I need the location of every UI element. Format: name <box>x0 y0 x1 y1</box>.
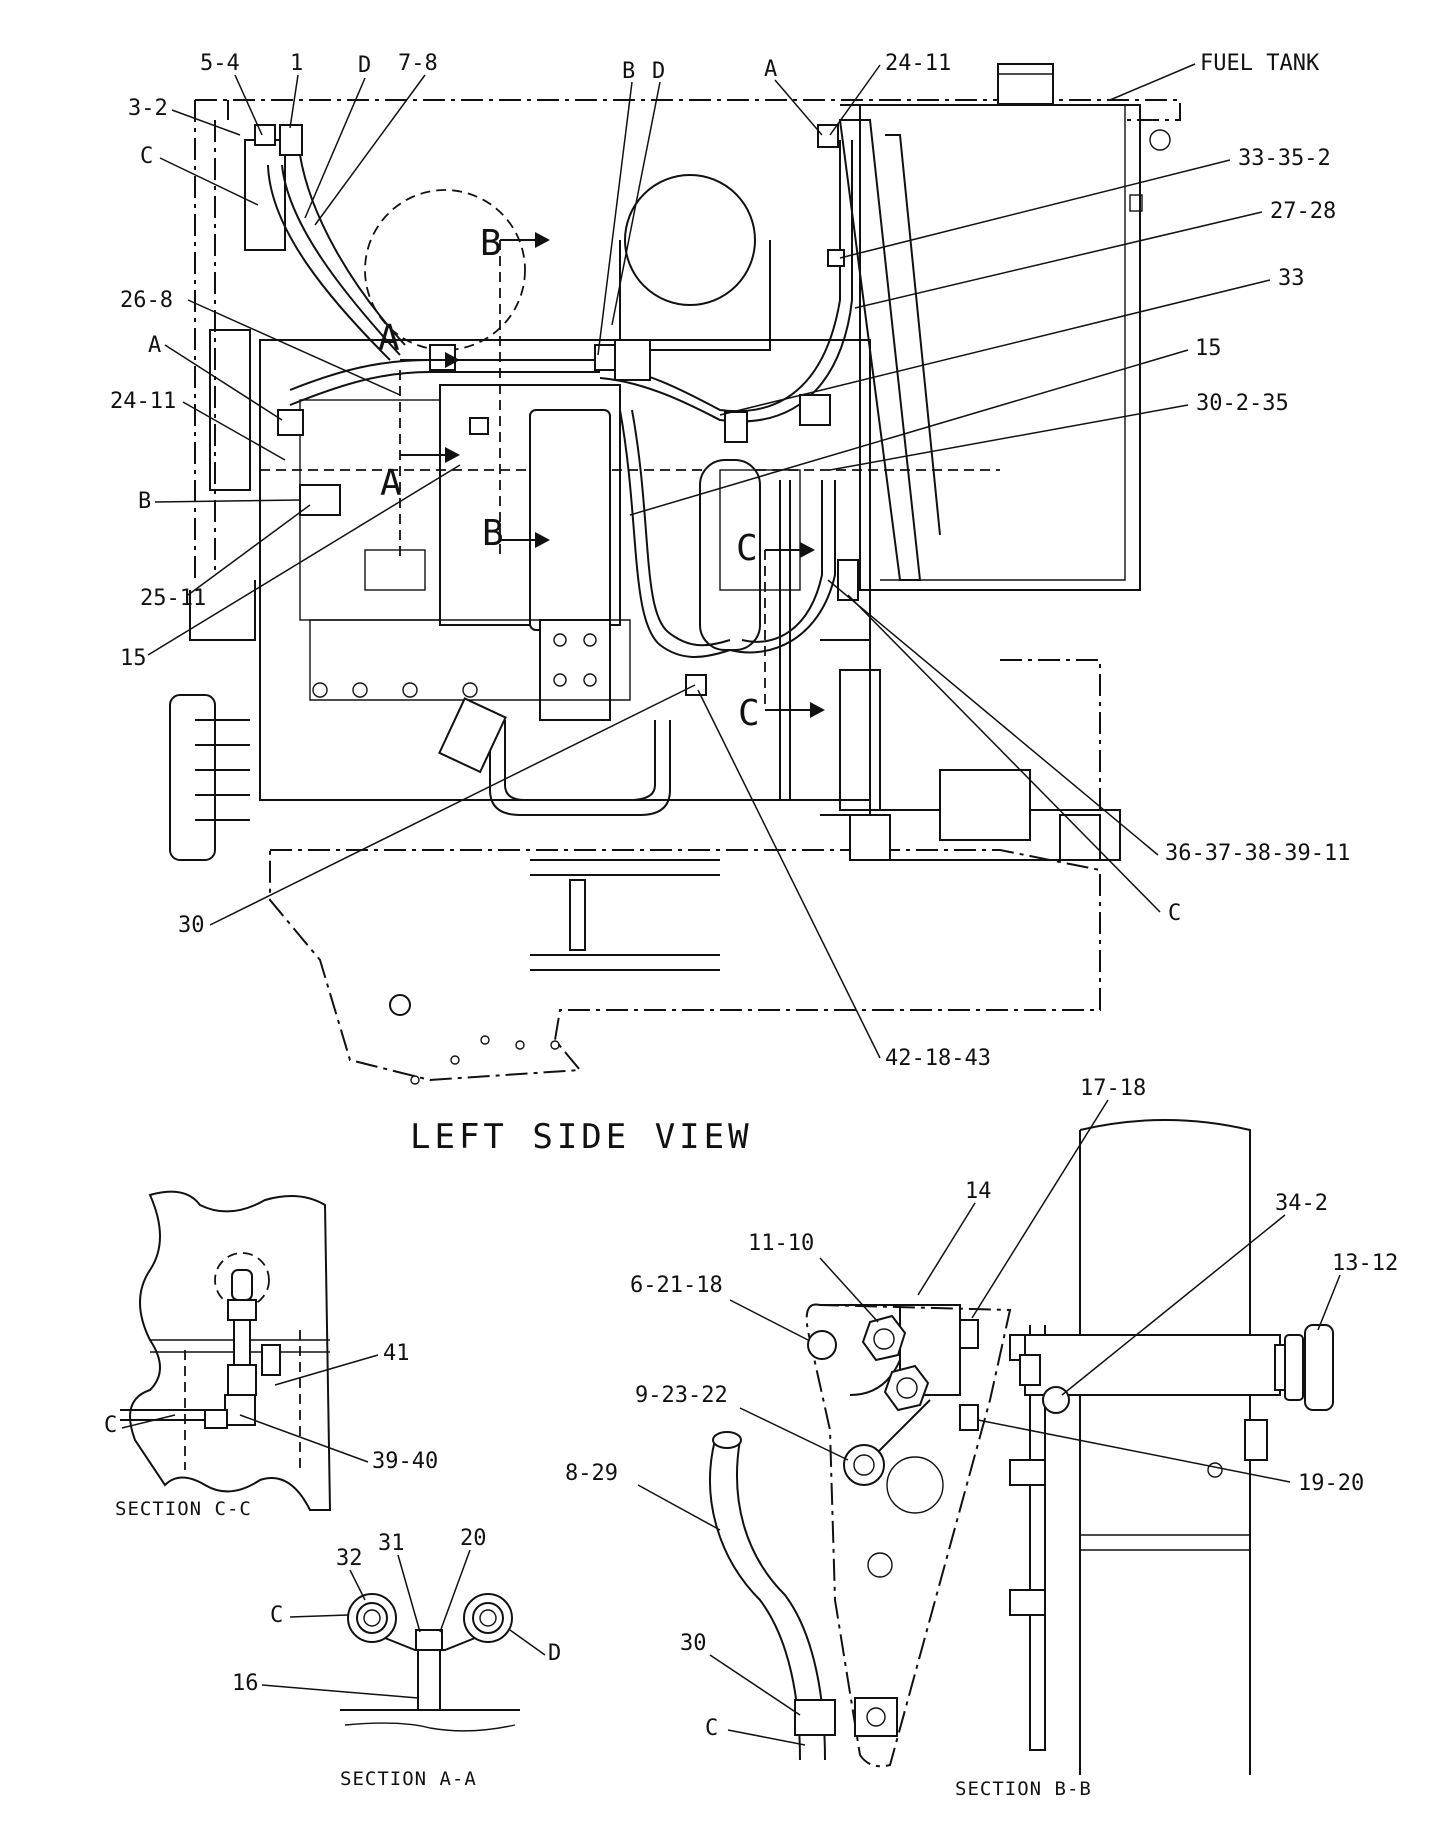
section-b-labels: 17-18 14 34-2 11-10 13-12 6-21-18 9-23-2… <box>565 1076 1398 1800</box>
callout-c: C <box>140 144 153 169</box>
section-marker-a: A <box>378 318 400 359</box>
left-side-view <box>169 63 1181 1085</box>
callout-30-2-35: 30-2-35 <box>1196 391 1289 416</box>
callout-13-12: 13-12 <box>1332 1251 1398 1276</box>
callout-24-11: 24-11 <box>110 389 176 414</box>
callout-15: 15 <box>120 646 147 671</box>
callout-9-23-22: 9-23-22 <box>635 1383 728 1408</box>
callout-b: B <box>138 489 151 514</box>
section-marker-a: A <box>380 463 402 504</box>
callout-d: D <box>358 53 371 78</box>
callout-33-35-2: 33-35-2 <box>1238 146 1331 171</box>
callout-15: 15 <box>1195 336 1222 361</box>
callout-a: A <box>764 57 777 82</box>
callout-c: C <box>1168 901 1181 926</box>
callout-a: A <box>148 333 161 358</box>
callout-33: 33 <box>1278 266 1305 291</box>
callout-31: 31 <box>378 1531 405 1556</box>
callout-8-29: 8-29 <box>565 1461 618 1486</box>
callout-30: 30 <box>680 1631 707 1656</box>
callout-39-40: 39-40 <box>372 1449 438 1474</box>
section-b-view <box>709 1119 1334 1775</box>
callout-1: 1 <box>290 51 303 76</box>
fuel-tank-label: FUEL TANK <box>1200 51 1320 76</box>
section-marker-c: C <box>738 693 760 734</box>
callout-d: D <box>548 1641 561 1666</box>
section-c-labels: 41 C 39-40 SECTION C-C <box>104 1341 438 1520</box>
callout-11-10: 11-10 <box>748 1231 814 1256</box>
left-side-view-leaders <box>147 63 1271 1059</box>
callout-17-18: 17-18 <box>1080 1076 1146 1101</box>
left-side-view-callouts: 5-4 1 D 7-8 3-2 C B D A 24-11 FUEL TANK … <box>110 51 1350 1157</box>
callout-34-2: 34-2 <box>1275 1191 1328 1216</box>
callout-7-8: 7-8 <box>398 51 438 76</box>
callout-32: 32 <box>336 1546 363 1571</box>
callout-c: C <box>270 1603 283 1628</box>
callout-3-2: 3-2 <box>128 96 168 121</box>
callout-24-11: 24-11 <box>885 51 951 76</box>
callout-26-8: 26-8 <box>120 288 173 313</box>
callout-27-28: 27-28 <box>1270 199 1336 224</box>
section-a-labels: 32 31 20 C D 16 SECTION A-A <box>232 1526 561 1790</box>
callout-d: D <box>652 59 665 84</box>
section-c-title: SECTION C-C <box>115 1498 252 1520</box>
section-marker-c: C <box>736 528 758 569</box>
callout-14: 14 <box>965 1179 992 1204</box>
callout-6-21-18: 6-21-18 <box>630 1273 723 1298</box>
callout-41: 41 <box>383 1341 410 1366</box>
callout-30: 30 <box>178 913 205 938</box>
section-marker-b: B <box>482 513 504 554</box>
callout-b: B <box>622 59 635 84</box>
callout-20: 20 <box>460 1526 487 1551</box>
callout-42-18-43: 42-18-43 <box>885 1046 991 1071</box>
callout-19-20: 19-20 <box>1298 1471 1364 1496</box>
section-marker-b: B <box>480 223 502 264</box>
callout-c: C <box>104 1413 117 1438</box>
left-side-view-title: LEFT SIDE VIEW <box>410 1117 753 1157</box>
callout-5-4: 5-4 <box>200 51 240 76</box>
section-c-view <box>120 1190 332 1511</box>
callout-16: 16 <box>232 1671 259 1696</box>
section-a-title: SECTION A-A <box>340 1768 477 1790</box>
callout-c: C <box>705 1716 718 1741</box>
callout-36-37-38-39-11: 36-37-38-39-11 <box>1165 841 1350 866</box>
section-a-view <box>340 1593 520 1732</box>
section-b-title: SECTION B-B <box>955 1778 1092 1800</box>
